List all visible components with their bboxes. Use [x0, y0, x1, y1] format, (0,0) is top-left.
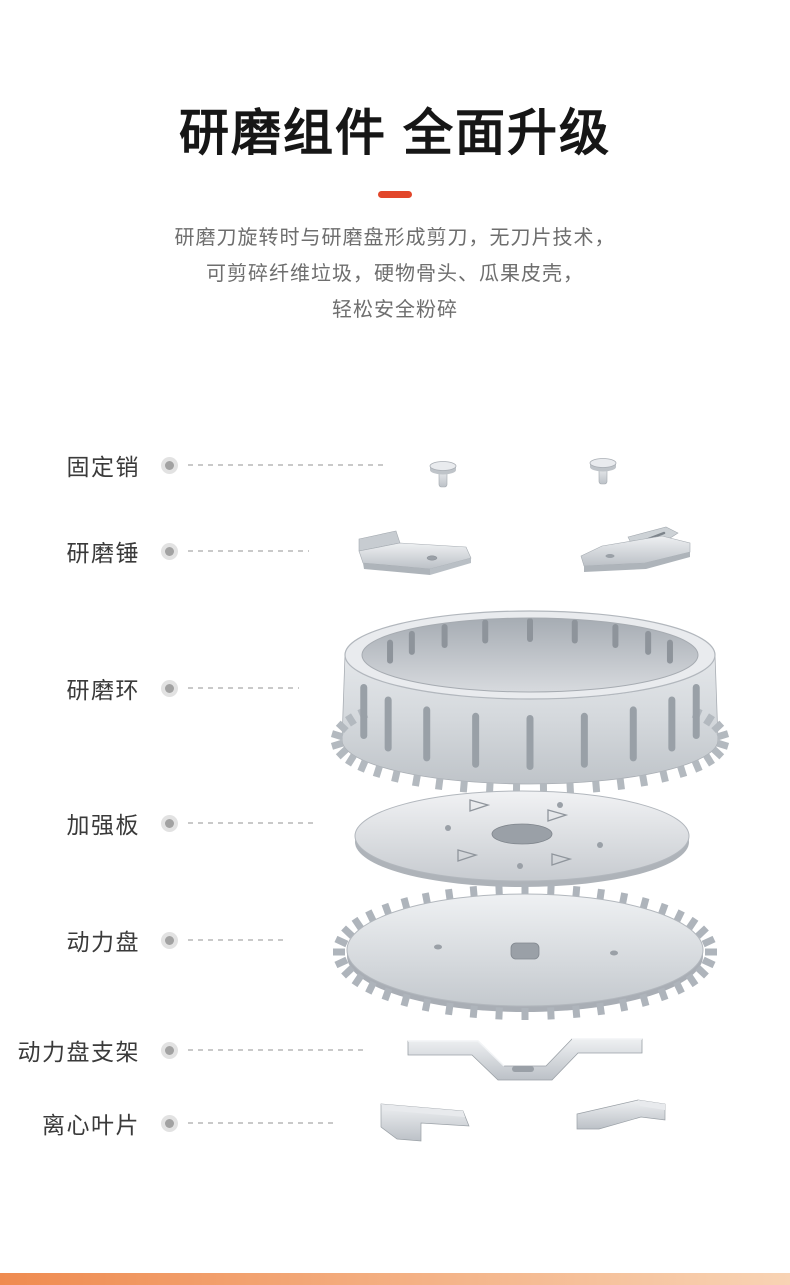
bullet-dot-icon [161, 1114, 178, 1132]
part-label-grinding-ring: 研磨环 [0, 672, 299, 704]
part-label-text: 动力盘支架 [17, 1039, 140, 1065]
part-label-fixing-pin: 固定销 [0, 449, 384, 481]
next-section-edge [0, 1273, 790, 1285]
part-label-text: 研磨环 [66, 677, 140, 703]
fixing-pins-part [429, 458, 617, 488]
bullet-dot-icon [161, 542, 178, 560]
leader-line [188, 822, 316, 824]
part-label-grinding-hammer: 研磨锤 [0, 535, 309, 567]
bullet-dot-icon [161, 1041, 178, 1059]
section-title: 研磨组件 全面升级 [179, 105, 611, 161]
bullet-dot-icon [161, 931, 178, 949]
reinforcement-plate-part [354, 790, 690, 887]
part-label-text: 加强板 [66, 812, 140, 838]
part-label-text: 研磨锤 [66, 540, 140, 566]
title-accent-bar [378, 191, 412, 198]
bullet-dot-icon [161, 679, 178, 697]
centrifugal-blades-part [380, 1099, 666, 1142]
part-label-centrifugal-blade: 离心叶片 [0, 1107, 338, 1139]
leader-line [188, 1122, 338, 1124]
section-header: 研磨组件 全面升级 研磨刀旋转时与研磨盘形成剪刀，无刀片技术， 可剪碎纤维垃圾，… [0, 0, 790, 328]
bullet-dot-icon [161, 456, 178, 474]
power-disc-bracket-part [407, 1038, 643, 1081]
bullet-dot-icon [161, 814, 178, 832]
leader-line [188, 464, 384, 466]
grinding-hammers-part [358, 526, 691, 575]
leader-line [188, 550, 309, 552]
part-label-reinforcement-plate: 加强板 [0, 807, 316, 839]
leader-line [188, 687, 299, 689]
leader-line [188, 939, 288, 941]
description-line: 可剪碎纤维垃圾，硬物骨头、瓜果皮壳， [206, 263, 584, 285]
grinding-ring-part [330, 610, 730, 795]
leader-line [188, 1049, 364, 1051]
description-line: 轻松安全粉碎 [332, 299, 458, 321]
part-label-power-disc-bracket: 动力盘支架 [0, 1034, 364, 1066]
section-description: 研磨刀旋转时与研磨盘形成剪刀，无刀片技术， 可剪碎纤维垃圾，硬物骨头、瓜果皮壳，… [0, 220, 790, 328]
part-label-text: 离心叶片 [42, 1112, 140, 1138]
part-label-text: 固定销 [66, 454, 140, 480]
part-label-text: 动力盘 [66, 929, 140, 955]
power-disc-part [333, 884, 717, 1020]
part-label-power-disc: 动力盘 [0, 924, 288, 956]
description-line: 研磨刀旋转时与研磨盘形成剪刀，无刀片技术， [174, 227, 616, 249]
